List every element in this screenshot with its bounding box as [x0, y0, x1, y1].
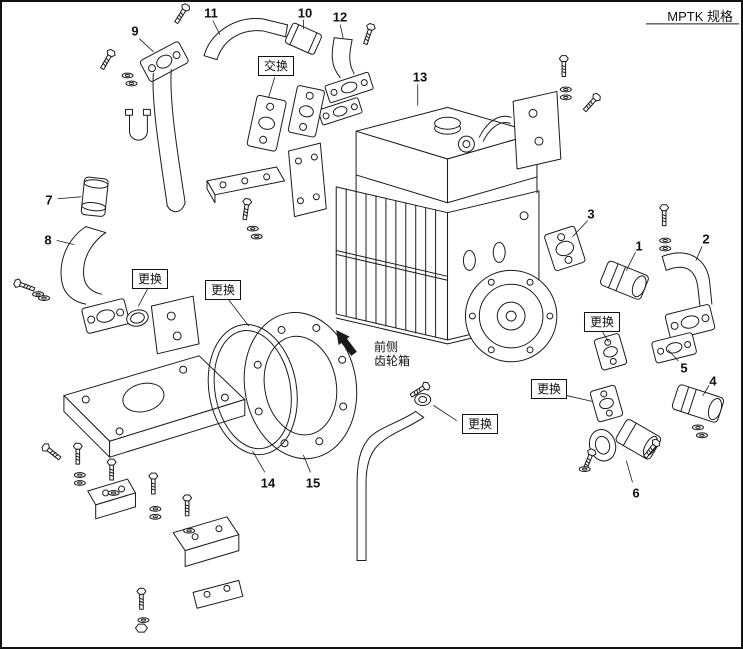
exchange-label: 交换: [257, 56, 295, 76]
gasket-5-drawing: [651, 332, 697, 364]
bolt-icon: [12, 277, 37, 295]
front-side-arrow-icon: [336, 329, 357, 356]
elbow-6-drawing: [588, 419, 662, 462]
washer-icon: [149, 505, 162, 512]
engine-block-drawing: [288, 90, 562, 363]
washer-icon: [559, 94, 572, 101]
washer-icon: [659, 237, 672, 244]
bolt-icon: [558, 55, 569, 78]
hose-7-drawing: [80, 176, 109, 217]
bolt-icon: [106, 458, 117, 481]
washer-icon: [559, 86, 572, 93]
hose-10-drawing: [284, 22, 322, 55]
washer-icon: [137, 617, 150, 624]
callout-6: 6: [632, 485, 640, 501]
leader-lines: [56, 19, 710, 483]
engine-flange-lower-drawing: [589, 384, 624, 423]
washer-icon: [246, 225, 259, 232]
callout-2: 2: [702, 231, 710, 247]
callout-12: 12: [332, 9, 348, 25]
bolt-icon: [360, 22, 377, 46]
callout-5: 5: [680, 360, 688, 376]
nut-icon: [134, 623, 148, 633]
page-title: MPTK 规格: [667, 9, 733, 24]
callout-1: 1: [635, 238, 643, 254]
washer-icon: [692, 424, 704, 431]
elbow-12-drawing: [317, 37, 374, 126]
bolt-icon: [40, 441, 64, 463]
bolt-icon: [580, 91, 603, 114]
callout-13: 13: [412, 69, 428, 85]
lower-brackets-drawing: [87, 478, 244, 609]
oring-15-drawing: [207, 324, 298, 456]
hardware: [12, 2, 708, 633]
bolt-icon: [148, 472, 159, 495]
pipe-11-drawing: [203, 18, 289, 61]
callout-8: 8: [44, 232, 52, 248]
callout-11: 11: [204, 5, 218, 21]
bolt-icon: [239, 197, 253, 221]
replace-label-3: 更换: [583, 312, 621, 332]
callout-7: 7: [45, 192, 53, 208]
washer-icon: [695, 432, 708, 439]
washer-icon: [578, 466, 591, 472]
bolt-icon: [72, 442, 83, 465]
washer-icon: [107, 490, 120, 496]
washer-icon: [183, 527, 196, 534]
callout-9: 9: [131, 23, 139, 39]
callout-3: 3: [587, 206, 595, 222]
washer-icon: [659, 245, 672, 252]
front-side-label: 前侧: [374, 340, 399, 354]
washer-icon: [149, 513, 162, 520]
washer-icon: [125, 80, 138, 87]
washer-icon: [73, 480, 86, 486]
washer-icon: [38, 295, 50, 302]
washer-icon: [121, 72, 134, 79]
bolt-icon: [97, 47, 117, 72]
connector-1-drawing: [600, 260, 649, 300]
callout-15: 15: [305, 475, 321, 491]
bracket-plate-drawing: [206, 166, 286, 204]
flange-3-drawing: [544, 225, 586, 272]
bolt-icon: [659, 204, 670, 227]
bolt-icon: [136, 587, 147, 610]
mount-bracket-drawing: [63, 295, 246, 458]
replace-label-1: 更换: [131, 269, 169, 289]
gasket-plates-drawing: [246, 85, 325, 152]
callout-4: 4: [709, 373, 717, 389]
pipe-9-drawing: [125, 41, 189, 213]
drain-hose-drawing: [356, 385, 432, 562]
connector-4-drawing: [671, 384, 725, 423]
washer-icon: [250, 233, 263, 240]
callout-14: 14: [260, 475, 276, 491]
gearbox-label: 齿轮箱: [374, 354, 411, 368]
bolt-icon: [171, 2, 192, 26]
elbow-2-drawing: [661, 252, 716, 340]
replace-label-5: 更换: [461, 414, 499, 434]
washer-icon: [73, 472, 86, 478]
callout-10: 10: [297, 5, 313, 21]
engine-flange-upper-drawing: [593, 333, 628, 371]
elbow-8-drawing: [60, 226, 149, 334]
replace-label-4: 更换: [530, 379, 568, 399]
bolt-icon: [182, 494, 193, 517]
ring-plate-14-drawing: [243, 312, 358, 460]
replace-label-2: 更换: [204, 280, 242, 300]
